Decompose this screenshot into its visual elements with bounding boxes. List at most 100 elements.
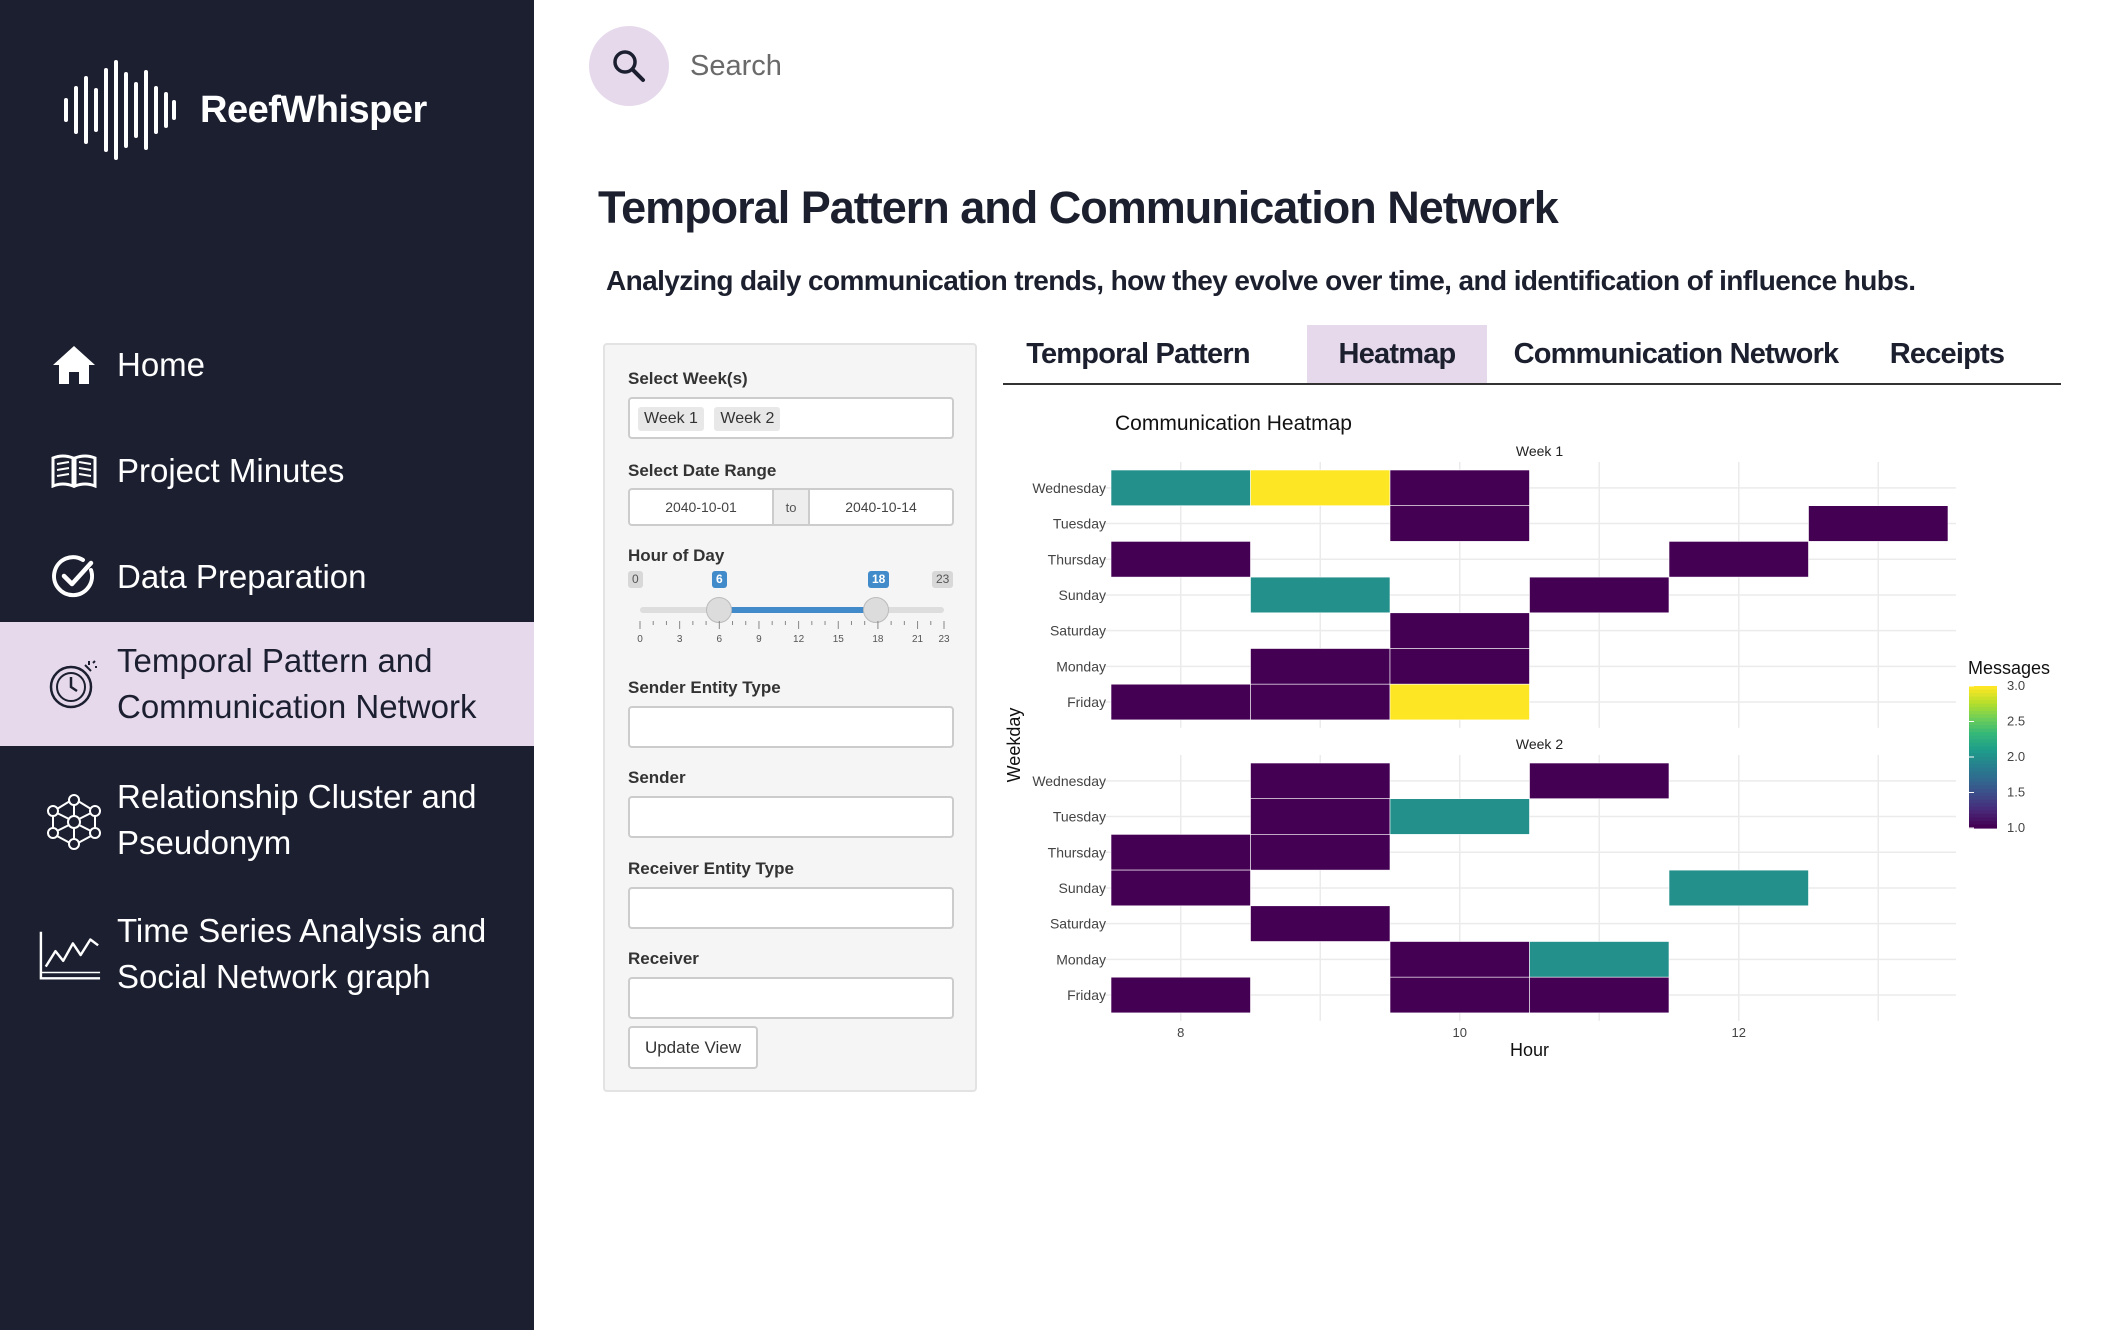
tab-temporal-pattern[interactable]: Temporal Pattern xyxy=(1026,337,1250,370)
slider-tick-label: 3 xyxy=(677,634,683,645)
slider-tick-label: 15 xyxy=(833,634,845,645)
slider-tick-label: 12 xyxy=(793,634,805,645)
sidebar-item-label: Home xyxy=(117,346,206,383)
tab-bar: Temporal Pattern Heatmap Communication N… xyxy=(1003,325,2061,385)
week-chip[interactable]: Week 1 xyxy=(638,407,704,431)
sidebar-item-label-line2: Pseudonym xyxy=(117,824,292,861)
legend-gradient-step xyxy=(1969,735,1997,740)
slider-range-fill xyxy=(719,607,876,613)
sender-type-select[interactable] xyxy=(628,706,954,748)
legend-gradient-step xyxy=(1969,806,1997,811)
legend-gradient-step xyxy=(1969,764,1997,769)
legend-gradient-step xyxy=(1969,739,1997,744)
legend-gradient-step xyxy=(1969,696,1997,701)
heatmap-cell xyxy=(1389,469,1530,507)
date-separator: to xyxy=(772,490,810,524)
slider-tick-label: 6 xyxy=(717,634,723,645)
heatmap-cell xyxy=(1389,683,1530,721)
legend-gradient-step xyxy=(1969,792,1997,797)
legend-gradient-step xyxy=(1969,778,1997,783)
stopwatch-icon xyxy=(42,657,106,711)
tab-receipts[interactable]: Receipts xyxy=(1889,337,2005,370)
facet-label: Week 2 xyxy=(1516,736,1563,752)
heatmap-cell xyxy=(1110,976,1251,1014)
weekday-tick-label: Thursday xyxy=(1048,844,1106,860)
heatmap-cell xyxy=(1250,834,1391,871)
search-button[interactable] xyxy=(589,26,669,106)
sender-select[interactable] xyxy=(628,796,954,838)
heatmap-cell xyxy=(1389,505,1530,542)
legend-gradient-step xyxy=(1969,771,1997,776)
slider-handle-to[interactable] xyxy=(863,597,889,623)
sidebar-item-data-preparation[interactable]: Data Preparation xyxy=(0,544,534,610)
legend-gradient-step xyxy=(1969,700,1997,705)
weekday-tick-label: Saturday xyxy=(1050,623,1106,639)
slider-tick-label: 0 xyxy=(637,634,643,645)
sidebar-item-label: Data Preparation xyxy=(117,558,367,595)
legend-gradient-step xyxy=(1969,710,1997,715)
legend-gradient-step xyxy=(1969,774,1997,779)
update-view-button[interactable]: Update View xyxy=(628,1026,758,1069)
slider-from-label: 6 xyxy=(712,571,727,588)
slider-handle-from[interactable] xyxy=(706,597,732,623)
heatmap-cell xyxy=(1389,941,1530,978)
legend-gradient-step xyxy=(1969,796,1997,801)
receiver-type-select[interactable] xyxy=(628,887,954,929)
receiver-type-label: Receiver Entity Type xyxy=(628,859,794,878)
legend-gradient-step xyxy=(1969,824,1997,829)
legend-gradient-step xyxy=(1969,785,1997,790)
slider-tick-label: 21 xyxy=(912,634,924,645)
legend-gradient-step xyxy=(1969,810,1997,815)
date-start-input[interactable]: 2040-10-01 xyxy=(665,499,737,515)
x-tick-label: 8 xyxy=(1177,1025,1184,1040)
legend-gradient-step xyxy=(1969,746,1997,751)
legend-gradient-step xyxy=(1969,757,1997,762)
legend-tick-label: 2.5 xyxy=(2007,714,2025,729)
heatmap-cell xyxy=(1110,834,1251,871)
sidebar-item-label-line2: Communication Network xyxy=(117,688,477,725)
check-circle-icon xyxy=(42,554,106,600)
sidebar-item-label-line1: Temporal Pattern and xyxy=(117,642,433,679)
brand-name: ReefWhisper xyxy=(200,88,427,131)
heatmap-cell xyxy=(1110,869,1251,907)
legend-gradient-step xyxy=(1969,689,1997,694)
legend-gradient-step xyxy=(1969,803,1997,808)
tab-communication-network[interactable]: Communication Network xyxy=(1513,337,1840,370)
heatmap-cell xyxy=(1250,762,1391,800)
heatmap-cell xyxy=(1110,683,1251,721)
weeks-select[interactable]: Week 1 Week 2 xyxy=(628,397,954,439)
week-chip[interactable]: Week 2 xyxy=(714,407,781,431)
sidebar-item-label-line2: Social Network graph xyxy=(117,958,431,995)
date-end-input[interactable]: 2040-10-14 xyxy=(845,499,917,515)
legend-gradient-step xyxy=(1969,760,1997,765)
weekday-tick-label: Friday xyxy=(1067,694,1106,710)
heatmap-cell xyxy=(1808,505,1949,542)
sidebar-item-project-minutes[interactable]: Project Minutes xyxy=(0,438,534,504)
heatmap-cell xyxy=(1389,612,1530,649)
receiver-select[interactable] xyxy=(628,977,954,1019)
legend-gradient-step xyxy=(1969,728,1997,733)
legend-gradient-step xyxy=(1969,703,1997,708)
sidebar-item-home[interactable]: Home xyxy=(0,332,534,398)
legend-gradient-step xyxy=(1969,717,1997,723)
weekday-tick-label: Sunday xyxy=(1059,880,1106,896)
tab-heatmap[interactable]: Heatmap xyxy=(1307,325,1487,383)
slider-to-label: 18 xyxy=(868,571,890,588)
legend-title: Messages xyxy=(1968,658,2050,678)
sidebar-item-time-series[interactable]: Time Series Analysis and Social Network … xyxy=(0,906,534,1006)
heatmap-cell xyxy=(1529,941,1670,978)
heatmap-cell xyxy=(1668,541,1809,578)
sidebar: ReefWhisper Home Project Minutes Data Pr… xyxy=(0,0,534,1330)
weekday-tick-label: Monday xyxy=(1056,658,1106,674)
weekday-tick-label: Wednesday xyxy=(1032,773,1106,789)
sidebar-item-temporal-pattern[interactable]: Temporal Pattern and Communication Netwo… xyxy=(0,622,534,746)
sidebar-item-label: Project Minutes xyxy=(117,452,345,489)
sidebar-item-relationship-cluster[interactable]: Relationship Cluster and Pseudonym xyxy=(0,772,534,872)
legend-gradient-step xyxy=(1969,767,1997,772)
legend-gradient-step xyxy=(1969,788,1997,794)
search-input[interactable] xyxy=(690,40,1290,92)
legend-gradient-step xyxy=(1969,820,1997,826)
brand[interactable]: ReefWhisper xyxy=(62,60,427,160)
weekday-tick-label: Wednesday xyxy=(1032,480,1106,496)
